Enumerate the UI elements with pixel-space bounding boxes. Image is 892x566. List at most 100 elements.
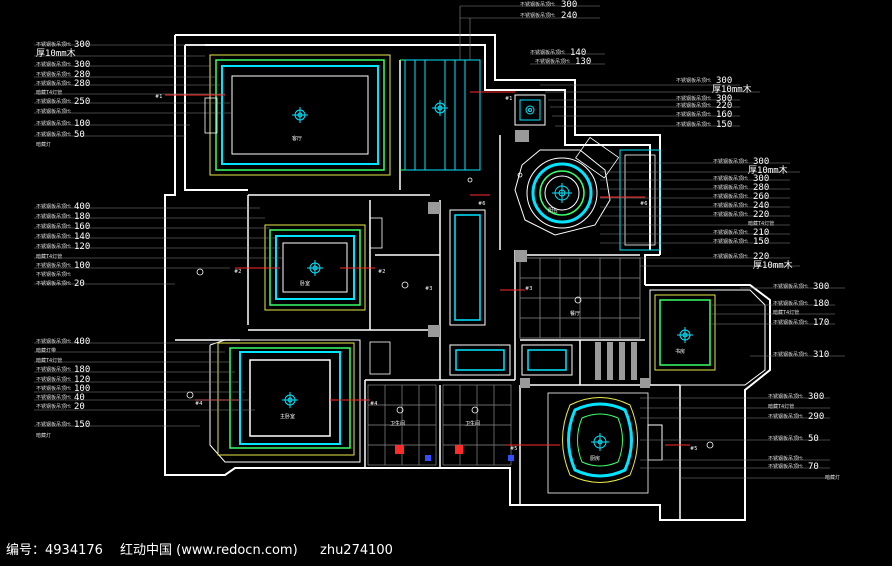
section-mark: #5 — [690, 446, 697, 452]
dim-value: 300 — [716, 94, 732, 104]
ceiling-plan-drawing: 不锈钢板吊顶H: 300 厚10mm木 不锈钢板吊顶H: 300 不锈钢板吊顶H… — [34, 0, 845, 521]
dim-code: 暗藏灯带 — [36, 347, 56, 354]
left-mid-dimensions: 不锈钢板吊顶H: 400 不锈钢板吊顶H: 180 不锈钢板吊顶H: 160 不… — [36, 202, 90, 289]
dim-code: 不锈钢板吊顶H: — [773, 351, 809, 358]
dim-value: 300 — [753, 174, 769, 184]
dim-code: 不锈钢板吊顶H: — [768, 455, 804, 462]
dim-code: 不锈钢板吊顶H: — [36, 98, 72, 105]
dim-code: 不锈钢板吊顶H: — [773, 300, 809, 307]
dim-value: 20 — [74, 402, 85, 412]
dim-code: 不锈钢板吊顶H: — [713, 184, 749, 191]
dim-value: 300 — [561, 0, 577, 10]
dim-code: 不锈钢板吊顶H: — [676, 111, 712, 118]
dim-code: 不锈钢板吊顶H: — [36, 71, 72, 78]
red-marker — [455, 445, 463, 454]
dim-code: 不锈钢板吊顶H: — [36, 61, 72, 68]
dim-value: 180 — [74, 365, 90, 375]
dim-code: 厚10mm木 — [753, 259, 793, 271]
watermark-footer: 编号：4934176 红动中国 (www.redocn.com) zhu2741… — [0, 540, 892, 566]
structural-columns — [428, 130, 650, 388]
dim-value: 50 — [808, 434, 819, 444]
master-bedroom-ceiling — [209, 339, 361, 463]
outer-walls — [164, 34, 771, 521]
section-mark: #1 — [155, 94, 162, 100]
dim-value: 310 — [813, 350, 829, 360]
dim-value: 400 — [74, 337, 90, 347]
dim-code: 不锈钢板吊顶H: — [520, 12, 556, 19]
dim-value: 150 — [716, 120, 732, 130]
dim-value: 20 — [74, 279, 85, 289]
dim-value: 280 — [74, 79, 90, 89]
dim-code: 不锈钢板吊顶H: — [36, 366, 72, 373]
dim-value: 280 — [753, 183, 769, 193]
room-label-bedroom-mid: 卧室 — [300, 280, 310, 287]
downlight-marker-icon — [401, 281, 409, 289]
downlight-marker-icon — [186, 391, 194, 399]
ornamental-ceiling-lamp-icon — [677, 327, 693, 343]
section-mark: #1 — [505, 96, 512, 102]
bathroom-grids — [367, 384, 512, 466]
dim-value: 70 — [808, 462, 819, 472]
dim-value: 300 — [74, 40, 90, 50]
room-label-balcony: 阳台 — [548, 207, 558, 214]
section-mark: #4 — [370, 401, 377, 407]
blue-marker — [425, 455, 431, 461]
room-label-kitchen: 厨房 — [590, 455, 600, 462]
dim-value: 300 — [813, 282, 829, 292]
dim-code: 不锈钢板吊顶H: — [713, 211, 749, 218]
dim-value: 260 — [753, 192, 769, 202]
dim-code: 暗藏灯 — [825, 474, 840, 481]
left-leader-lines — [34, 44, 283, 427]
section-mark: #5 — [510, 446, 517, 452]
room-label-bath-a: 卫生间 — [390, 420, 405, 427]
dim-code: 暗藏灯 — [36, 141, 51, 148]
dim-value: 220 — [716, 101, 732, 111]
dim-code: 不锈钢板吊顶H: — [676, 95, 712, 102]
dim-code: 暗藏T4灯管 — [768, 403, 794, 410]
room-label-bedroom-bottom: 主卧室 — [280, 413, 295, 420]
left-top-dimensions: 不锈钢板吊顶H: 300 厚10mm木 不锈钢板吊顶H: 300 不锈钢板吊顶H… — [36, 40, 90, 148]
section-mark: #2 — [378, 269, 385, 275]
round-ceiling — [514, 94, 661, 251]
section-mark: #6 — [478, 201, 485, 207]
ornamental-ceiling-lamp-icon — [591, 433, 609, 451]
room-label-living: 客厅 — [292, 135, 302, 142]
downlight-marker-icon — [196, 268, 204, 276]
downlight-marker-icons — [186, 172, 714, 449]
section-marks: #1 #2 #2 #3 #3 #4 #4 #5 #5 #6 #6 #1 — [155, 94, 697, 452]
dim-code: 不锈钢板吊顶H: — [713, 229, 749, 236]
site-credit-link[interactable]: 红动中国 (www.redocn.com) — [120, 543, 298, 558]
image-id-text: 编号：4934176 — [6, 543, 103, 558]
dim-code: 暗藏T4灯管 — [36, 89, 62, 96]
dim-value: 300 — [716, 76, 732, 86]
room-labels: 客厅 卧室 主卧室 餐厅 卫生间 卫生间 书房 阳台 厨房 — [280, 135, 685, 462]
room-label-dining: 餐厅 — [570, 310, 580, 317]
room-label-bath-b: 卫生间 — [465, 420, 480, 427]
dim-code: 不锈钢板吊顶H: — [36, 421, 72, 428]
dim-code: 不锈钢板吊顶H: — [676, 77, 712, 84]
dim-code: 不锈钢板吊顶H: — [713, 193, 749, 200]
right-mid-dimensions: 不锈钢板吊顶H: 300 厚10mm木 不锈钢板吊顶H: 300 不锈钢板吊顶H… — [713, 157, 793, 271]
ceiling-lamp-icons — [282, 100, 693, 451]
dim-value: 130 — [575, 57, 591, 67]
dim-code: 不锈钢板吊顶H: — [36, 213, 72, 220]
dim-value: 210 — [753, 228, 769, 238]
dim-code: 不锈钢板吊顶H: — [36, 403, 72, 410]
dim-code: 不锈钢板吊顶H: — [768, 435, 804, 442]
dim-code: 厚10mm木 — [36, 47, 76, 59]
dim-code: 不锈钢板吊顶H: — [36, 233, 72, 240]
dim-code: 不锈钢板吊顶H: — [676, 121, 712, 128]
dim-code: 厚10mm木 — [748, 164, 788, 176]
dim-value: 100 — [74, 384, 90, 394]
dim-value: 180 — [813, 299, 829, 309]
dim-code: 暗藏T4灯管 — [773, 309, 799, 316]
section-mark: #4 — [195, 401, 202, 407]
dim-code: 暗藏T4灯管 — [748, 220, 774, 227]
section-mark: #3 — [425, 286, 432, 292]
downlight-marker-icon — [471, 406, 479, 414]
dim-code: 不锈钢板吊顶H: — [36, 223, 72, 230]
ornamental-ceiling-lamp-icon — [525, 105, 535, 115]
dim-code: 不锈钢板吊顶H: — [676, 102, 712, 109]
dim-value: 120 — [74, 375, 90, 385]
dim-code: 不锈钢板吊顶H: — [36, 280, 72, 287]
